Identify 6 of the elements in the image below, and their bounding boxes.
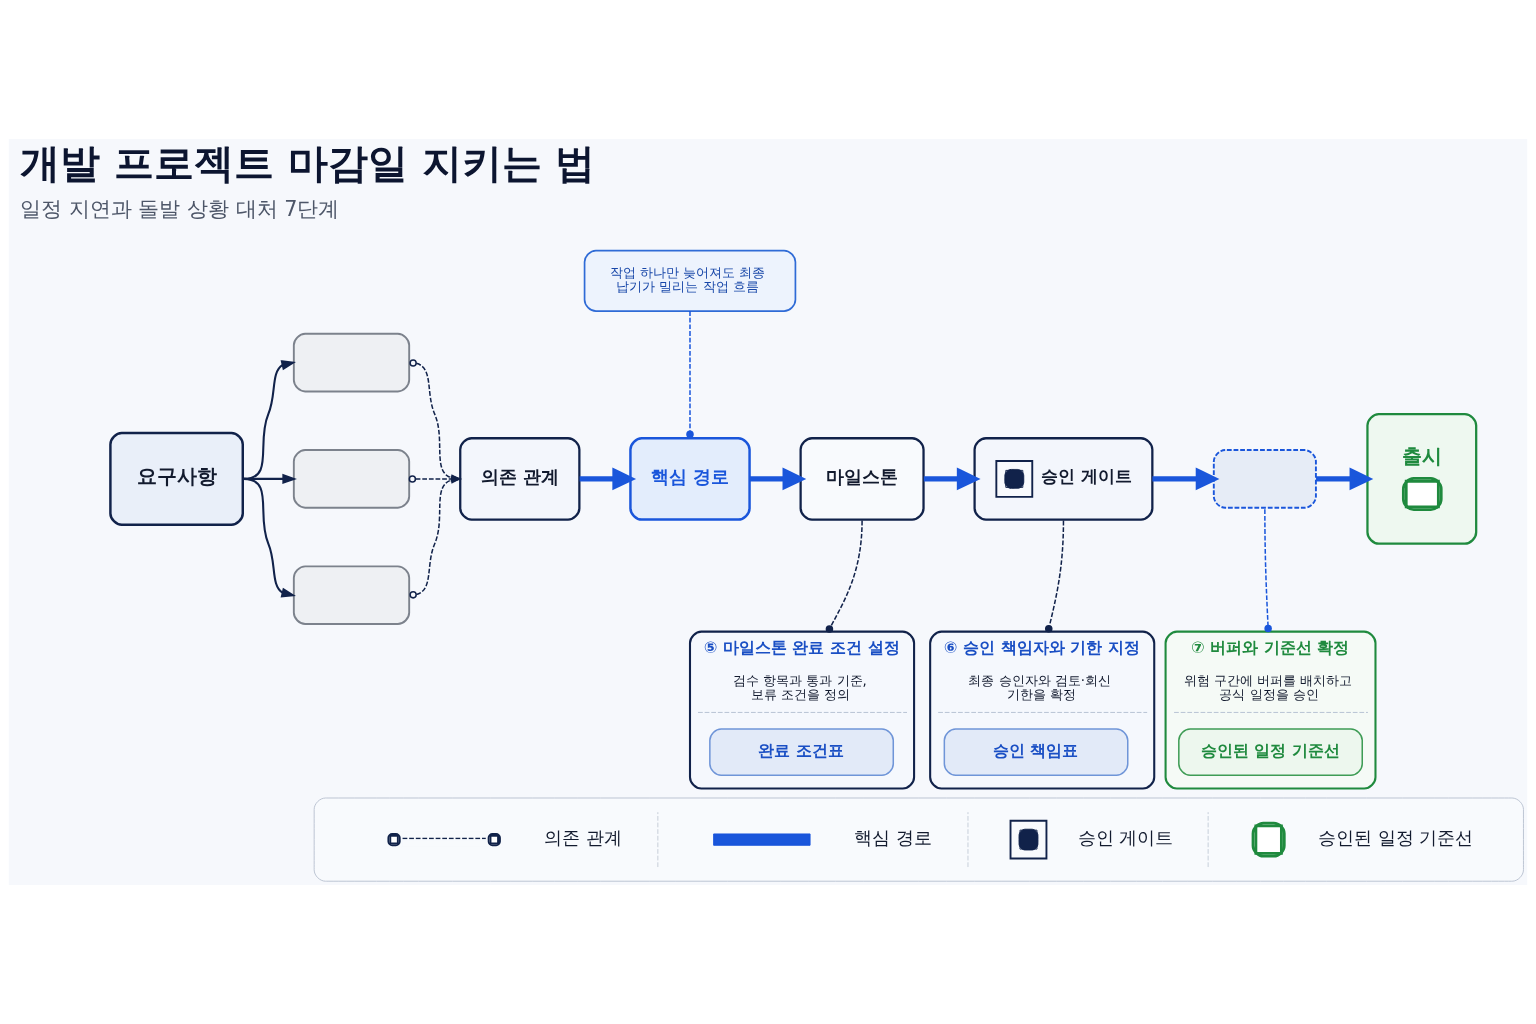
diagram-title: 개발 프로젝트 마감일 지키는 법: [20, 140, 596, 187]
legend-label: 승인 게이트: [1077, 827, 1174, 849]
legend-label: 의존 관계: [544, 827, 623, 849]
label: 일정 지연과 돌발 상황 대처 7단계: [20, 197, 340, 222]
legend-label: 승인된 일정 기준선: [1317, 827, 1474, 849]
legend-label: 핵심 경로: [854, 827, 933, 849]
